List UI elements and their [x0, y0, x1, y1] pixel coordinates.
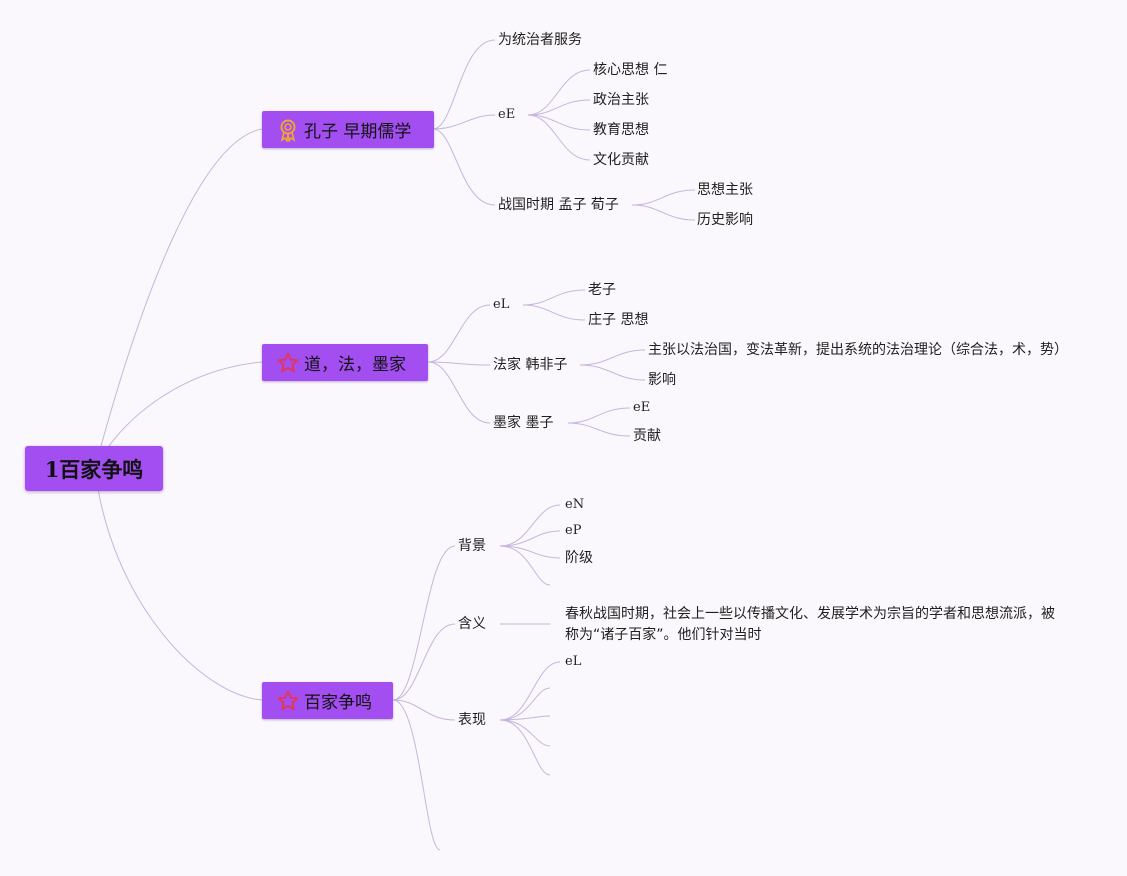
node-el-child-1[interactable]: 老子 [588, 282, 616, 298]
node-ee-child-2[interactable]: 政治主张 [593, 92, 649, 108]
branch-kongzi-label: 孔子 早期儒学 [304, 122, 412, 142]
node-fajia-child-1[interactable]: 主张以法治国，变法革新，提出系统的法治理论（综合法，术，势） [648, 342, 1068, 358]
link-root-baijia [94, 467, 263, 701]
branch-baijia[interactable]: 百家争鸣 [262, 682, 393, 719]
node-mojia-child-2[interactable]: 贡献 [633, 428, 661, 444]
node-ee-child-1[interactable]: 核心思想 仁 [593, 62, 668, 78]
branch-daofamo[interactable]: 道，法，墨家 [262, 344, 428, 381]
node-daofamo-el[interactable]: eL [493, 297, 510, 312]
node-ee-child-4[interactable]: 文化贡献 [593, 152, 649, 168]
node-beijing-child-3[interactable]: 阶级 [565, 550, 593, 566]
node-serve[interactable]: 为统治者服务 [498, 32, 582, 48]
branch-daofamo-label: 道，法，墨家 [304, 355, 406, 375]
node-mojia[interactable]: 墨家 墨子 [493, 415, 554, 431]
link-baijia-empty [392, 699, 441, 851]
node-biaoxian-child-1[interactable]: eL [565, 654, 582, 669]
link-kongzi-ee [432, 114, 496, 130]
link-daofamo-el [427, 304, 491, 363]
node-mojia-child-1[interactable]: eE [633, 400, 651, 415]
link-baijia-biaoxian [392, 699, 456, 721]
node-hanyi-text[interactable]: 春秋战国时期，社会上一些以传播文化、发展学术为宗旨的学者和思想流派，被称为“诸子… [565, 606, 1055, 643]
node-el-child-2[interactable]: 庄子 思想 [588, 312, 649, 328]
link-kongzi-zhanguo [432, 128, 496, 206]
branch-kongzi[interactable]: 孔子 早期儒学 [262, 111, 434, 148]
node-biaoxian[interactable]: 表现 [458, 712, 486, 728]
node-fajia-child-2[interactable]: 影响 [648, 372, 676, 388]
link-root-kongzi [94, 128, 263, 469]
root-node[interactable]: 1百家争鸣 [25, 446, 163, 491]
link-baijia-beijing [392, 545, 456, 701]
node-beijing[interactable]: 背景 [458, 538, 486, 554]
star-icon [277, 352, 299, 372]
node-zhanguo-child-1[interactable]: 思想主张 [697, 182, 753, 198]
award-ribbon-icon [280, 119, 296, 142]
node-zhanguo-child-2[interactable]: 历史影响 [697, 212, 753, 228]
node-hanyi[interactable]: 含义 [458, 616, 486, 632]
branch-baijia-label: 百家争鸣 [304, 693, 372, 713]
link-kongzi-serve [432, 39, 496, 130]
star-icon [277, 690, 299, 710]
link-baijia-hanyi [392, 623, 456, 701]
node-beijing-child-1[interactable]: eN [565, 497, 585, 512]
node-zhanguo[interactable]: 战国时期 孟子 荀子 [498, 197, 619, 213]
node-ee-child-3[interactable]: 教育思想 [593, 122, 649, 138]
node-beijing-child-2[interactable]: eP [565, 523, 582, 538]
node-fajia[interactable]: 法家 韩非子 [493, 357, 568, 373]
link-daofamo-fajia [427, 361, 491, 366]
root-label: 1百家争鸣 [44, 456, 144, 482]
link-daofamo-mojia [427, 361, 491, 424]
node-kongzi-ee[interactable]: eE [498, 107, 516, 122]
